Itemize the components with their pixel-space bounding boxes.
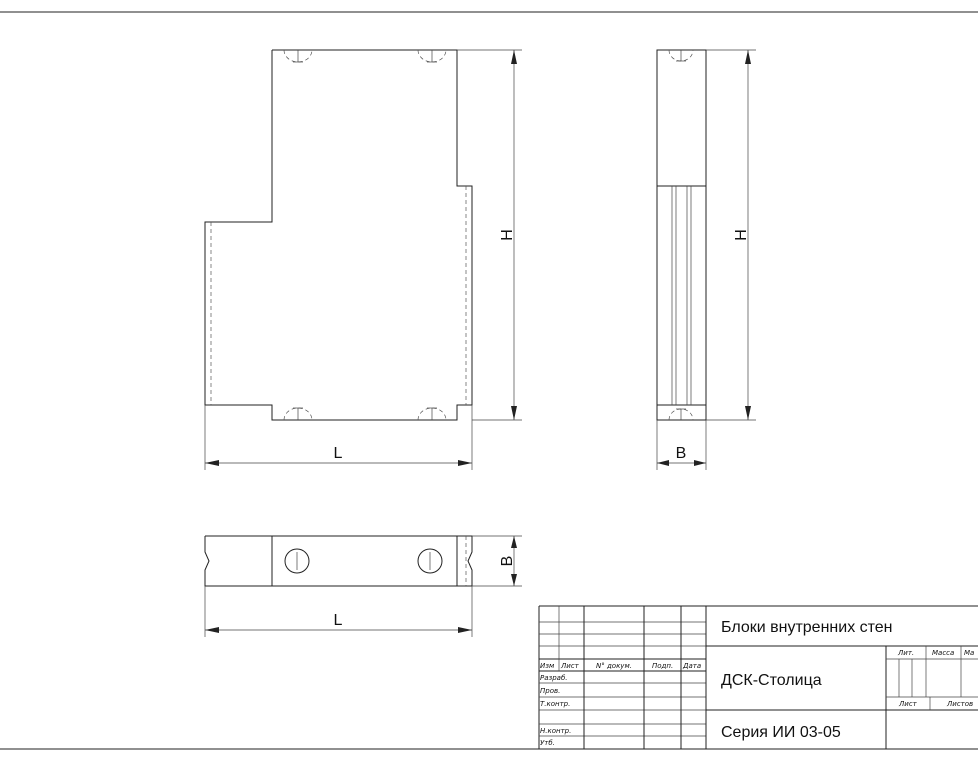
front-view: H L [205,50,522,470]
tb-scale-label: Ма [964,649,974,657]
tb-row-razrab: Разраб. [540,674,568,682]
loop-icon-top-right [418,50,446,62]
front-l-arrow-right [458,460,472,466]
tb-lit-label: Лит. [897,649,914,657]
side-height-label: H [733,229,750,241]
plan-loop-icon-right [418,549,442,573]
tb-row-utv: Утб. [540,739,555,747]
front-length-label: L [334,445,343,462]
tb-col-date: Дата [682,662,701,670]
tb-col-sign: Подп. [652,662,673,670]
side-view-outline [657,50,706,420]
tb-row-prov: Пров. [540,687,560,695]
loop-icon-top-left [284,50,312,62]
tb-company: ДСК-Столица [721,672,822,689]
front-view-outline [205,50,472,420]
tb-mass-label: Масса [932,649,954,657]
plan-width-label: B [499,556,516,567]
plan-l-arrow-left [205,627,219,633]
side-view: H B [657,50,756,470]
front-h-arrow-bottom [511,406,517,420]
plan-length-label: L [334,612,343,629]
tb-col-izm: Изм [540,662,555,670]
tb-title: Блоки внутренних стен [721,619,893,636]
side-h-arrow-top [745,50,751,64]
plan-loop-icon-left [285,549,309,573]
side-b-arrow-right [694,460,706,466]
front-height-label: H [499,229,516,241]
tb-series: Серия ИИ 03-05 [721,724,841,741]
side-b-arrow-left [657,460,669,466]
loop-icon-bottom-right [418,408,446,420]
plan-view-outline [205,536,472,586]
plan-l-arrow-right [458,627,472,633]
title-block: Изм Лист N° докум. Подп. Дата Разраб. Пр… [539,606,978,749]
tb-row-nkontr: Н.контр. [540,727,571,735]
side-width-label: B [676,445,687,462]
tb-sheets-label: Листов [946,700,973,708]
tb-col-list: Лист [560,662,580,670]
tb-col-doc: N° докум. [596,662,632,670]
plan-b-arrow-bottom [511,574,517,586]
plan-b-arrow-top [511,536,517,548]
front-h-arrow-top [511,50,517,64]
tb-sheet-label: Лист [898,700,918,708]
loop-icon-bottom-left [284,408,312,420]
tb-row-tkontr: Т.контр. [540,700,570,708]
front-l-arrow-left [205,460,219,466]
side-h-arrow-bottom [745,406,751,420]
plan-view: B L [205,536,522,637]
